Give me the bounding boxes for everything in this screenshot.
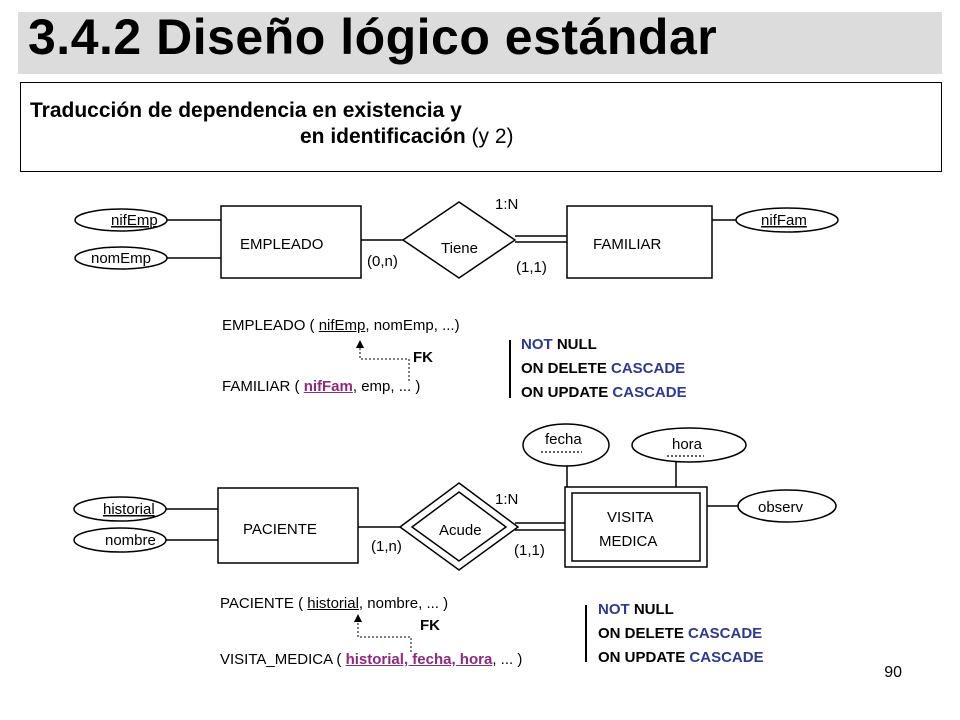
subtitle-line-2: en identificación (y 2) [300,125,514,149]
entity-paciente-label: PACIENTE [243,521,317,538]
fk-label-2: FK [420,617,440,634]
fk-arrow-1 [356,340,410,381]
relationship-acude-label: Acude [439,522,482,539]
relation-paciente: PACIENTE ( historial, nombre, ... ) [220,595,448,612]
relation-paciente-key: historial [307,595,359,612]
cardinality-right: (1,1) [516,259,547,276]
attribute-hora [631,427,747,463]
relation-visita-key: historial, fecha, hora [345,651,493,668]
subtitle-line-2-bold: en identificación [300,125,466,148]
cardinality-left-2: (1,n) [371,538,402,555]
title-band [18,12,942,74]
constraint-2-not-null: NOT NULL [598,601,674,618]
attribute-observ [737,489,837,523]
attribute-fecha-label: fecha [545,431,582,448]
diagram-2: PACIENTE VISITA MEDICA Acude 1:N (1,n) (… [73,423,837,662]
page-number: 90 [884,664,902,681]
constraint-1-on-delete: ON DELETE CASCADE [521,360,686,377]
constraints-2: NOT NULL ON DELETE CASCADE ON UPDATE CAS… [598,598,764,670]
attribute-nifemp [74,208,168,232]
attribute-niffam [735,207,839,233]
attribute-nomemp-label: nomEmp [91,250,151,267]
attribute-nifemp-label: nifEmp [111,212,158,229]
relation-familiar-rest: , emp, ... ) [352,378,421,395]
constraints-1: NOT NULL ON DELETE CASCADE ON UPDATE CAS… [521,333,687,405]
relation-empleado: EMPLEADO ( nifEmp, nomEmp, ...) [222,317,460,334]
cardinality-1n: 1:N [495,196,518,213]
cardinality-left: (0,n) [367,253,398,270]
relationship-tiene-label: Tiene [441,240,478,257]
relation-empleado-key: nifEmp [318,317,366,334]
diagram-1: EMPLEADO FAMILIAR Tiene 1:N (0,n) (1,1) … [74,196,839,398]
entity-empleado-label: EMPLEADO [240,236,323,253]
subtitle-box [20,82,942,172]
relation-familiar-key: nifFam [303,378,353,395]
relation-paciente-rest: , nombre, ... ) [358,595,449,612]
entity-visita-medica [571,492,701,562]
entity-familiar-label: FAMILIAR [593,236,662,253]
constraint-2-on-update: ON UPDATE CASCADE [598,649,764,666]
relationship-tiene [401,201,517,279]
attribute-hora-label: hora [672,436,703,453]
relation-visita-medica: VISITA_MEDICA ( historial, fecha, hora, … [220,651,522,668]
fk-arrow-2 [354,614,412,652]
attribute-historial [73,496,167,522]
relation-visita-prefix: VISITA_MEDICA ( [220,651,346,668]
attribute-nombre [73,527,167,553]
fk-label-1: FK [413,349,433,366]
attribute-fecha [522,423,610,467]
relation-paciente-prefix: PACIENTE ( [220,595,308,612]
attribute-historial-label: historial [103,501,155,518]
constraint-2-on-delete: ON DELETE CASCADE [598,625,763,642]
relation-empleado-rest: , nomEmp, ...) [365,317,460,334]
entity-visita-label-2: MEDICA [599,533,657,550]
cardinality-right-2: (1,1) [514,542,545,559]
constraint-1-not-null: NOT NULL [521,336,597,353]
relation-familiar-prefix: FAMILIAR ( [222,378,304,395]
subtitle-line-2-rest: (y 2) [465,125,514,148]
relationship-acude [410,491,508,562]
constraint-1-on-update: ON UPDATE CASCADE [521,384,687,401]
entity-paciente [217,487,359,564]
cardinality-1n-2: 1:N [495,491,518,508]
relation-empleado-prefix: EMPLEADO ( [222,317,319,334]
attribute-nomemp [74,246,168,270]
relation-visita-rest: , ... ) [492,651,523,668]
entity-empleado [220,205,362,279]
entity-visita-label-1: VISITA [607,509,653,526]
attribute-observ-label: observ [758,499,804,516]
attribute-niffam-label: nifFam [761,212,807,229]
page-title: 3.4.2 Diseño lógico estándar [28,9,718,65]
relation-familiar: FAMILIAR ( nifFam, emp, ... ) [222,378,420,395]
subtitle-line-1: Traducción de dependencia en existencia … [30,99,462,122]
attribute-nombre-label: nombre [105,532,156,549]
